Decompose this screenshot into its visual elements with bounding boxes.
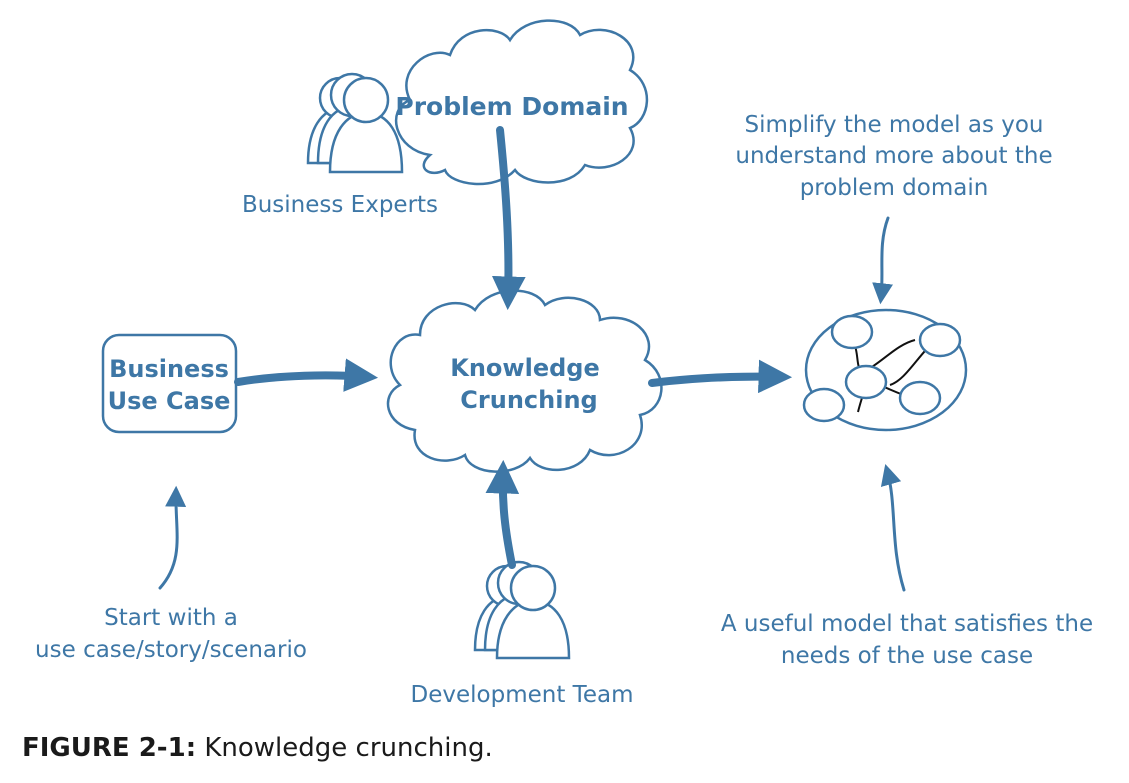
development-team-label: Development Team <box>411 682 634 708</box>
simplify-label-line1: Simplify the model as you <box>744 112 1043 138</box>
domain-model-icon <box>802 308 968 432</box>
arrow-simplify-annotation <box>872 216 894 305</box>
knowledge-crunching-label-line1: Knowledge <box>450 354 599 382</box>
simplify-label-line2: understand more about the <box>735 143 1052 169</box>
business-use-case-label-line1: Business <box>109 355 229 383</box>
arrow-crunching-to-model <box>648 359 793 394</box>
problem-domain-cloud <box>394 19 649 186</box>
arrow-team-to-crunching <box>485 459 520 569</box>
business-use-case-box <box>101 333 238 434</box>
business-use-case-label-line2: Use Case <box>108 387 231 415</box>
knowledge-crunching-label-line2: Crunching <box>460 386 597 414</box>
arrow-start-annotation <box>158 485 187 590</box>
figure-number: FIGURE 2-1: <box>22 733 197 763</box>
business-experts-icon <box>306 72 404 174</box>
arrow-problem-to-crunching <box>491 126 526 311</box>
start-with-label-line2: use case/story/scenario <box>35 637 307 663</box>
arrow-usecase-to-crunching <box>234 358 379 392</box>
figure-title: Knowledge crunching. <box>204 733 493 763</box>
simplify-label-line3: problem domain <box>800 175 989 201</box>
useful-model-label-line1: A useful model that satisfies the <box>721 611 1093 637</box>
start-with-label-line1: Start with a <box>104 605 238 631</box>
useful-model-label-line2: needs of the use case <box>781 643 1033 669</box>
arrow-useful-annotation <box>880 463 906 592</box>
figure-caption: FIGURE 2-1: Knowledge crunching. <box>22 733 493 763</box>
development-team-icon <box>473 560 571 660</box>
knowledge-crunching-cloud <box>386 289 663 473</box>
problem-domain-label: Problem Domain <box>395 92 628 121</box>
business-experts-label: Business Experts <box>242 192 438 218</box>
